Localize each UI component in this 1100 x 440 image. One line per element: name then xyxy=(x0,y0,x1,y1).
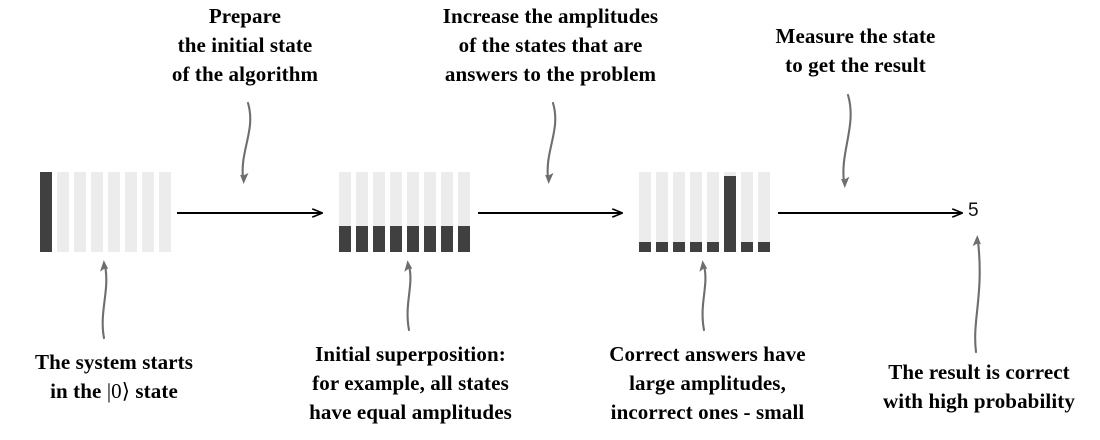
caption-increase-amplitudes: Increase the amplitudes of the states th… xyxy=(442,4,659,86)
pointer-arrow-increase xyxy=(545,101,557,184)
bar xyxy=(407,172,419,252)
caption-system-starts-text-before: The system starts in the xyxy=(34,350,193,403)
pointer-arrow-correct-answers xyxy=(699,260,708,332)
bar xyxy=(758,172,770,252)
bar xyxy=(741,172,753,252)
bar xyxy=(57,172,69,252)
bar-fill xyxy=(707,242,719,252)
bar-fill xyxy=(373,225,385,252)
bar-fill xyxy=(441,225,453,252)
bar xyxy=(74,172,86,252)
bar-fill xyxy=(339,225,351,252)
caption-prepare: Prepare the initial state of the algorit… xyxy=(171,4,319,86)
bar xyxy=(673,172,685,252)
bar xyxy=(441,172,453,252)
bar-fill xyxy=(656,242,668,252)
caption-system-starts: The system starts in the |0⟩ state xyxy=(0,348,228,406)
pointer-arrow-measure xyxy=(841,93,852,188)
caption-measure: Measure the state to get the result xyxy=(775,24,936,77)
pointer-arrow-superposition xyxy=(404,260,413,332)
caption-system-starts-text-after: state xyxy=(130,379,178,403)
bar-fill xyxy=(741,242,753,252)
bar xyxy=(339,172,351,252)
bar xyxy=(159,172,171,252)
bar-fill xyxy=(407,225,419,252)
bar xyxy=(458,172,470,252)
bar xyxy=(690,172,702,252)
bar-fill xyxy=(690,242,702,252)
bar-fill xyxy=(458,225,470,252)
bar-fill xyxy=(639,242,651,252)
bar xyxy=(639,172,651,252)
bar xyxy=(373,172,385,252)
pointer-arrow-system-starts xyxy=(100,260,109,340)
bar-fill xyxy=(356,225,368,252)
bar-fill xyxy=(424,225,436,252)
bar xyxy=(91,172,103,252)
caption-correct-answers: Correct answers have large amplitudes, i… xyxy=(609,342,806,424)
bar-fill xyxy=(758,242,770,252)
pointer-arrow-result xyxy=(972,235,981,354)
bar xyxy=(390,172,402,252)
bar xyxy=(707,172,719,252)
state-superposition xyxy=(339,172,470,252)
state-initial xyxy=(40,172,171,252)
bar xyxy=(125,172,137,252)
bar xyxy=(656,172,668,252)
state-amplified xyxy=(639,172,770,252)
bar-fill xyxy=(673,242,685,252)
pointer-arrow-prepare xyxy=(240,101,252,184)
bar-fill xyxy=(724,176,736,252)
bar xyxy=(108,172,120,252)
bar xyxy=(724,172,736,252)
bar-fill xyxy=(40,172,52,252)
ket-zero-symbol: |0⟩ xyxy=(106,379,131,403)
bar xyxy=(356,172,368,252)
bar xyxy=(424,172,436,252)
bar-fill xyxy=(390,225,402,252)
bar xyxy=(142,172,154,252)
caption-result-correct: The result is correct with high probabil… xyxy=(883,360,1075,413)
caption-initial-superposition: Initial superposition: for example, all … xyxy=(309,342,512,424)
bar xyxy=(40,172,52,252)
result-value: 5 xyxy=(968,200,979,221)
